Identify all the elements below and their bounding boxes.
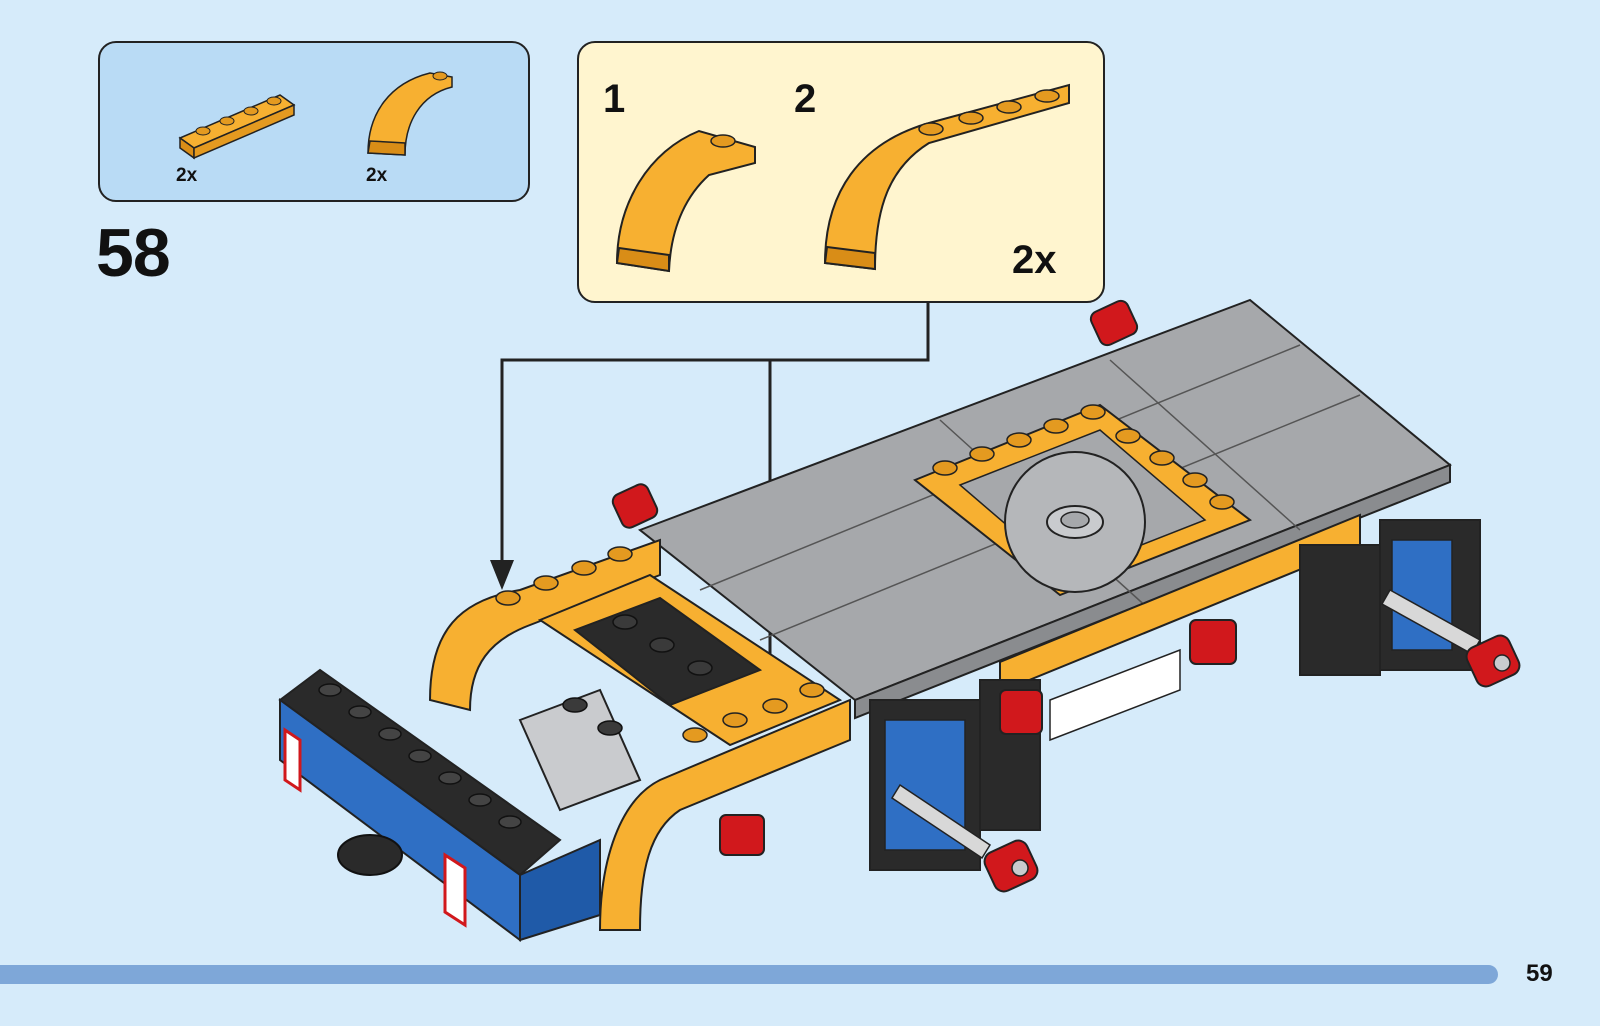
page-footer-bar <box>0 965 1498 984</box>
page-number: 59 <box>1526 960 1553 988</box>
arrow-head-left-icon <box>490 560 514 590</box>
